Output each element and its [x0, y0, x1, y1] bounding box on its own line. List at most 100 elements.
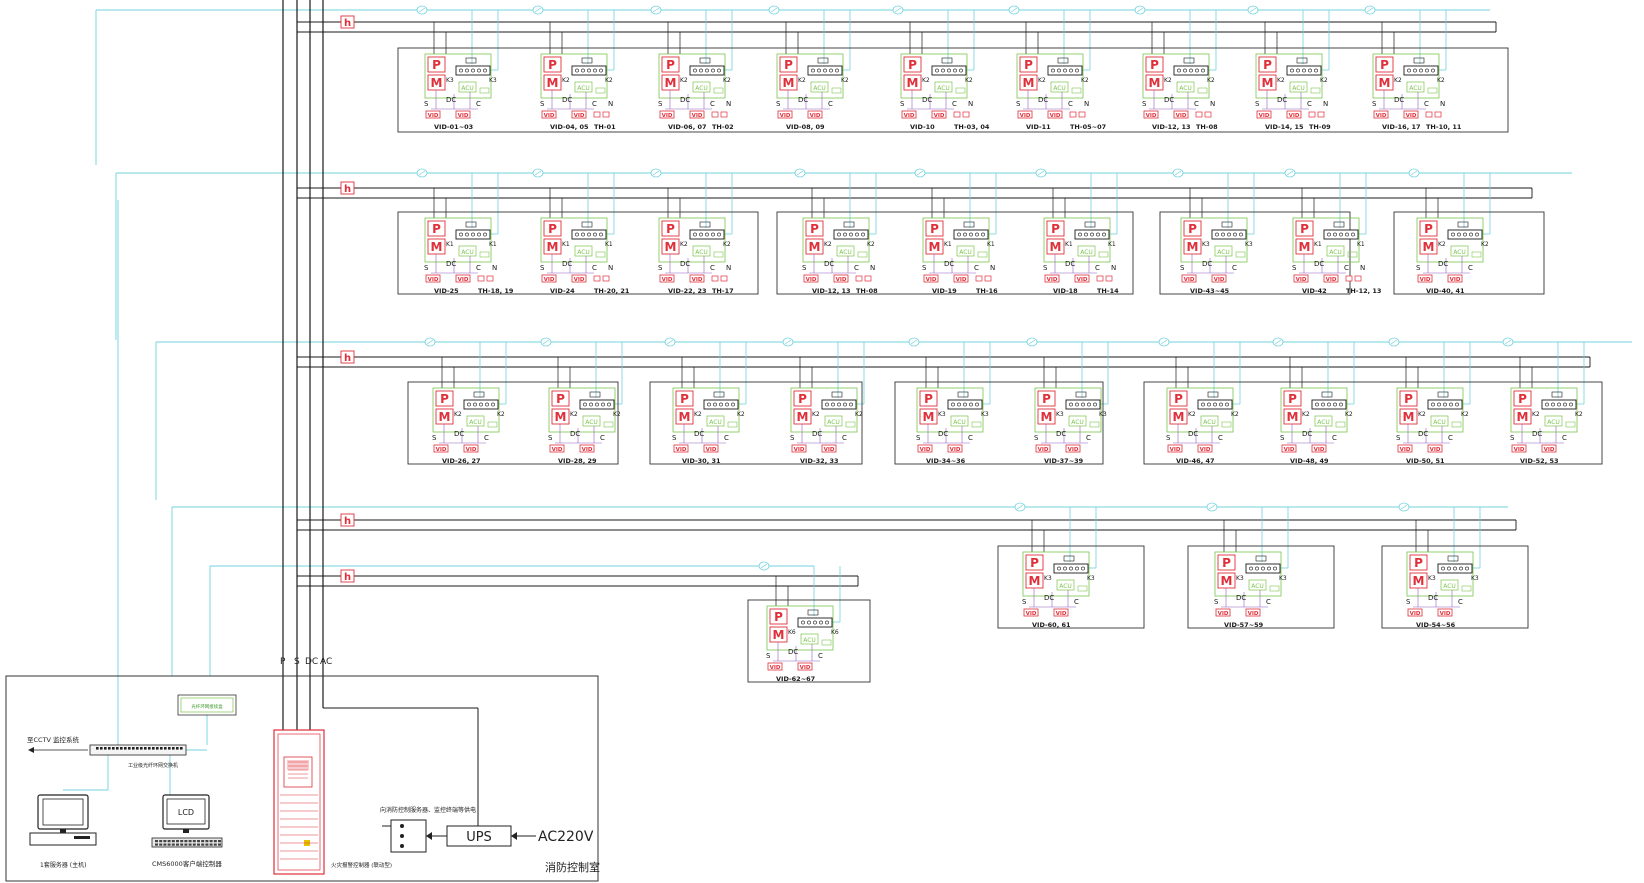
- svg-text:VID: VID: [824, 447, 835, 453]
- svg-text:P: P: [924, 392, 933, 406]
- svg-text:ACU: ACU: [1443, 583, 1456, 590]
- svg-text:C: C: [710, 264, 715, 272]
- svg-text:DC: DC: [446, 96, 456, 104]
- fire-alarm-cabinet[interactable]: [273, 729, 325, 875]
- ring-switch[interactable]: [89, 744, 187, 756]
- svg-text:VID: VID: [574, 277, 585, 283]
- svg-text:M: M: [431, 240, 443, 254]
- svg-text:M: M: [1029, 574, 1041, 588]
- svg-text:h: h: [344, 353, 351, 364]
- svg-text:K2: K2: [1481, 241, 1489, 248]
- svg-text:K1: K1: [446, 241, 454, 248]
- svg-text:C: C: [592, 100, 597, 108]
- svg-text:C: C: [1266, 598, 1271, 606]
- svg-text:S: S: [790, 434, 795, 442]
- svg-text:C: C: [1424, 100, 1429, 108]
- svg-text:ACU: ACU: [577, 249, 590, 256]
- server-label: 1套服务器 (主机): [40, 861, 86, 869]
- switch-label: 工业级光纤环网交换机: [128, 762, 178, 769]
- svg-text:M: M: [907, 76, 919, 90]
- svg-text:N: N: [1323, 100, 1328, 108]
- svg-text:DC: DC: [1314, 260, 1324, 268]
- svg-text:S: S: [1372, 100, 1377, 108]
- svg-text:VID: VID: [956, 277, 967, 283]
- svg-text:K3: K3: [938, 411, 946, 418]
- svg-text:VID: VID: [780, 113, 791, 119]
- svg-text:P: P: [1414, 556, 1423, 570]
- svg-text:N: N: [608, 264, 613, 272]
- svg-text:K3: K3: [446, 77, 454, 84]
- svg-text:P: P: [810, 222, 819, 236]
- fiber-box[interactable]: [177, 694, 237, 716]
- camera-caption: VID-25: [434, 287, 459, 295]
- svg-text:P: P: [774, 610, 783, 624]
- svg-text:ACU: ACU: [461, 249, 474, 256]
- svg-text:VID: VID: [466, 447, 477, 453]
- svg-text:DC: DC: [562, 96, 572, 104]
- svg-text:S: S: [1510, 434, 1515, 442]
- svg-text:K2: K2: [723, 241, 731, 248]
- camera-caption: VID-40, 41: [1426, 287, 1465, 295]
- sensor-caption: TH-01: [594, 123, 616, 131]
- svg-text:C: C: [600, 434, 605, 442]
- svg-text:C: C: [1562, 434, 1567, 442]
- camera-caption: VID-06, 07: [668, 123, 707, 131]
- svg-text:DC: DC: [1428, 594, 1438, 602]
- svg-text:P: P: [1174, 392, 1183, 406]
- svg-text:S: S: [548, 434, 553, 442]
- ups-label: UPS: [466, 830, 492, 845]
- switch-ports: [96, 747, 183, 750]
- svg-text:ACU: ACU: [1059, 583, 1072, 590]
- lcd-workstation[interactable]: LCD: [151, 794, 223, 848]
- svg-text:S: S: [776, 100, 781, 108]
- svg-text:P: P: [1030, 556, 1039, 570]
- svg-text:N: N: [726, 100, 731, 108]
- server-computer[interactable]: [29, 794, 97, 846]
- svg-text:DC: DC: [1277, 96, 1287, 104]
- svg-text:P: P: [1188, 222, 1197, 236]
- svg-text:C: C: [592, 264, 597, 272]
- svg-text:VID: VID: [1248, 611, 1259, 617]
- svg-text:M: M: [1050, 240, 1062, 254]
- svg-text:K2: K2: [605, 77, 613, 84]
- svg-text:P: P: [1424, 222, 1433, 236]
- svg-text:ACU: ACU: [827, 419, 840, 426]
